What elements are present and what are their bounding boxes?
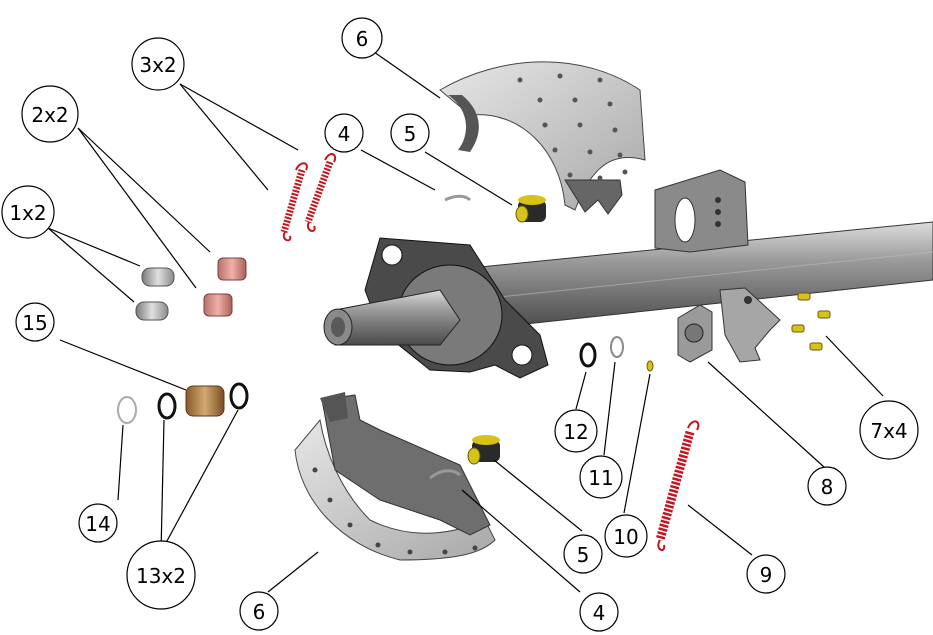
top-bracket (654, 169, 749, 253)
callout-c15: 15 (15, 302, 55, 342)
callout-c8: 8 (807, 466, 847, 506)
callout-circle (859, 400, 919, 460)
callout-c4-bottom: 4 (579, 592, 619, 632)
cam-bracket-part-8 (677, 287, 781, 363)
callout-label: 12 (563, 420, 588, 444)
ring-part-13-right (229, 382, 249, 410)
callout-c13x2: 13x2 (126, 540, 196, 610)
callout-c9: 9 (746, 554, 786, 594)
callout-circle (604, 514, 648, 558)
callout-circle (239, 591, 279, 631)
callout-circle (807, 466, 847, 506)
bushings-part-2 (203, 257, 247, 317)
callout-circle (390, 113, 430, 153)
callout-c10: 10 (604, 514, 648, 558)
callout-c1x2: 1x2 (1, 185, 55, 239)
washer-part-11 (610, 336, 624, 358)
bushing-part-15 (185, 385, 225, 417)
bolts-part-7 (791, 292, 831, 351)
callout-label: 4 (338, 122, 351, 146)
washer-part-14 (117, 396, 137, 424)
callout-circle (131, 37, 185, 91)
callout-circle (746, 554, 786, 594)
callout-circle (579, 455, 623, 499)
callout-label: 11 (588, 466, 613, 490)
clip-part-4-top (444, 194, 472, 202)
spindle-flange (323, 237, 549, 379)
callout-label: 2x2 (31, 103, 68, 127)
roller-part-5-top (515, 195, 546, 223)
callout-label: 7x4 (870, 419, 907, 443)
callout-label: 1x2 (9, 201, 46, 225)
leader-lines (47, 51, 884, 593)
callout-circle (126, 540, 196, 610)
callout-c6-bottom: 6 (239, 591, 279, 631)
callout-c6-top: 6 (341, 17, 383, 59)
callout-circle (21, 85, 79, 143)
callout-c3x2: 3x2 (131, 37, 185, 91)
callout-c4-top: 4 (324, 113, 364, 153)
callout-circle (579, 592, 619, 632)
clip-part-4-bottom (429, 469, 461, 480)
pins-part-1 (135, 267, 175, 321)
brake-shoe-top-part-6 (439, 61, 646, 215)
callout-circle (563, 534, 603, 574)
roller-part-5-bottom (467, 435, 500, 465)
callout-circle (1, 185, 55, 239)
callout-c5-top: 5 (390, 113, 430, 153)
callout-label: 5 (577, 543, 590, 567)
callout-c12: 12 (554, 409, 598, 453)
callout-c5-bottom: 5 (563, 534, 603, 574)
callout-c2x2: 2x2 (21, 85, 79, 143)
ring-part-12 (579, 342, 597, 368)
springs-part-3 (280, 153, 336, 242)
fitting-part-10 (646, 360, 654, 372)
callout-label: 4 (593, 601, 606, 625)
callout-c7x4: 7x4 (859, 400, 919, 460)
callout-label: 13x2 (136, 564, 186, 588)
brake-shoe-bottom-part-6 (294, 392, 496, 561)
callout-label: 8 (821, 475, 834, 499)
callout-c11: 11 (579, 455, 623, 499)
callout-label: 6 (356, 27, 369, 51)
callout-label: 15 (22, 311, 47, 335)
callout-circle (15, 302, 55, 342)
callout-label: 3x2 (139, 53, 176, 77)
callout-circle (78, 503, 118, 543)
callout-circle (554, 409, 598, 453)
callout-circle (324, 113, 364, 153)
callout-label: 6 (253, 600, 266, 624)
callout-label: 9 (760, 563, 773, 587)
callout-label: 5 (404, 122, 417, 146)
callout-label: 14 (85, 512, 110, 536)
callout-circle (341, 17, 383, 59)
spring-part-9 (655, 420, 700, 552)
ring-part-13-left (157, 392, 177, 420)
callout-label: 10 (613, 525, 638, 549)
callout-c14: 14 (78, 503, 118, 543)
